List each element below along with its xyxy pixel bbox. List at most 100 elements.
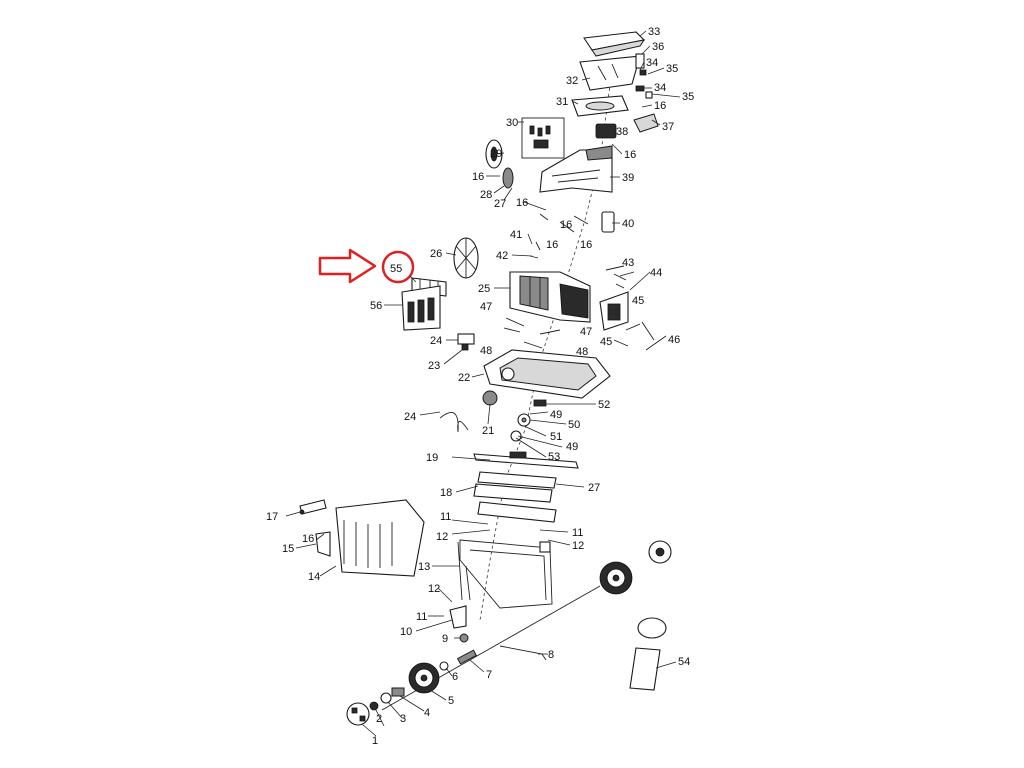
blade-part-19 <box>473 451 579 469</box>
label-51: 51 <box>550 431 562 443</box>
label-14: 14 <box>308 571 320 583</box>
label-1: 1 <box>372 735 378 747</box>
hubcap-part-1 <box>346 702 370 726</box>
base-tray-part-22 <box>483 349 611 399</box>
label-40: 40 <box>622 218 634 230</box>
label-45-lower: 45 <box>600 336 612 348</box>
spacer-part-3 <box>380 692 392 704</box>
washer-part-2 <box>369 701 379 711</box>
label-16-center: 16 <box>546 239 558 251</box>
label-32: 32 <box>566 75 578 87</box>
leader-lines <box>285 30 681 737</box>
label-47-left: 47 <box>480 301 492 313</box>
nut-part-9 <box>459 633 469 643</box>
label-50: 50 <box>568 419 580 431</box>
bearing-part-21 <box>482 390 498 406</box>
label-21: 21 <box>482 425 494 437</box>
label-11-right: 11 <box>572 527 583 539</box>
cutter-plates-part-18 <box>473 471 557 523</box>
label-42: 42 <box>496 250 508 262</box>
label-16-screw: 16 <box>560 219 572 231</box>
label-31: 31 <box>556 96 568 108</box>
label-12-right: 12 <box>572 540 584 552</box>
label-15: 15 <box>282 543 294 555</box>
label-5: 5 <box>448 695 454 707</box>
label-47-right: 47 <box>580 326 592 338</box>
label-43: 43 <box>622 257 634 269</box>
handle-part-17 <box>299 499 327 515</box>
label-11-lower: 11 <box>416 611 427 623</box>
label-16-right: 16 <box>580 239 592 251</box>
label-55: 55 <box>390 263 402 275</box>
motor-part-25 <box>509 271 591 323</box>
highlight-circle <box>381 250 415 284</box>
bushing-part-4 <box>391 687 405 697</box>
label-56: 56 <box>370 300 382 312</box>
label-22: 22 <box>458 372 470 384</box>
label-30: 30 <box>506 117 518 129</box>
hopper-funnel-part-32 <box>579 55 641 91</box>
label-12-lower: 12 <box>428 583 440 595</box>
label-3: 3 <box>400 713 406 725</box>
axle-part-7 <box>456 649 478 665</box>
label-49-upper: 49 <box>550 409 562 421</box>
hopper-pin-part-36 <box>635 53 645 69</box>
label-8: 8 <box>548 649 554 661</box>
label-4: 4 <box>424 707 430 719</box>
label-2: 2 <box>376 713 382 725</box>
label-16-box: 16 <box>302 533 314 545</box>
collection-box-part-14 <box>335 499 425 577</box>
label-45-upper: 45 <box>632 295 644 307</box>
label-28: 28 <box>480 189 492 201</box>
label-37: 37 <box>662 121 674 133</box>
cutting-housing-part-56 <box>401 285 441 331</box>
main-cover-part-39 <box>539 145 613 193</box>
label-34-upper: 34 <box>646 57 658 69</box>
impeller-part-26 <box>453 237 479 279</box>
fastener-kit-contents <box>529 125 551 149</box>
label-34-lower: 34 <box>654 82 666 94</box>
label-16-mid: 16 <box>516 197 528 209</box>
highlight-arrow <box>318 248 377 284</box>
label-23: 23 <box>428 360 440 372</box>
label-25: 25 <box>478 283 490 295</box>
label-49-lower: 49 <box>566 441 578 453</box>
label-39: 39 <box>622 172 634 184</box>
upper-housing-part-31 <box>571 95 629 117</box>
label-48-left: 48 <box>480 345 492 357</box>
part-number-labels: 1 2 3 4 5 6 7 8 9 10 11 11 11 12 12 12 1… <box>266 26 694 747</box>
bolt-part-52 <box>533 399 547 407</box>
label-18: 18 <box>440 487 452 499</box>
label-29: 29 <box>490 148 502 160</box>
wheel-part-5 <box>408 662 440 694</box>
label-24-lower: 24 <box>404 411 416 423</box>
label-12-left: 12 <box>436 531 448 543</box>
label-27-upper: 27 <box>494 198 506 210</box>
label-35-lower: 35 <box>682 91 694 103</box>
label-11-left: 11 <box>440 511 451 523</box>
switch-part-38 <box>595 123 617 139</box>
label-26: 26 <box>430 248 442 260</box>
clip-part-37 <box>633 113 659 133</box>
label-10: 10 <box>400 626 412 638</box>
label-24-upper: 24 <box>430 335 442 347</box>
switch-housing-part-24 <box>457 333 475 351</box>
label-9: 9 <box>442 633 448 645</box>
label-16-cover: 16 <box>624 149 636 161</box>
label-16-fan: 16 <box>472 171 484 183</box>
label-27-lower: 27 <box>588 482 600 494</box>
label-52: 52 <box>598 399 610 411</box>
fan-grid-part-28 <box>502 167 514 189</box>
stand-frame-part-13 <box>457 539 553 609</box>
wheel-right-part <box>599 561 633 595</box>
label-19: 19 <box>426 452 438 464</box>
label-38: 38 <box>616 126 628 138</box>
label-46: 46 <box>668 334 680 346</box>
bracket-part-15 <box>315 531 331 557</box>
axle-line <box>381 585 601 711</box>
label-33: 33 <box>648 26 660 38</box>
label-53: 53 <box>548 451 560 463</box>
label-6: 6 <box>452 671 458 683</box>
allen-key-part-8 <box>499 645 547 661</box>
